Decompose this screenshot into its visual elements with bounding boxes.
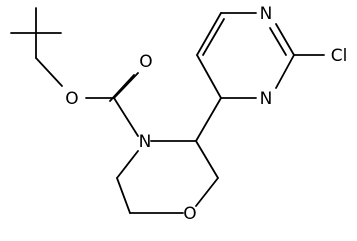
- atom-label-pyrimidine-nitrogen-1: N: [260, 4, 273, 24]
- bond: [202, 18, 225, 56]
- bond: [269, 27, 287, 56]
- bond: [195, 97, 222, 142]
- carbamate-group: [85, 72, 139, 137]
- atom-label-carbonyl-oxygen: O: [139, 52, 152, 72]
- atom-label-chlorine: Cl: [331, 46, 348, 66]
- bond: [275, 54, 295, 89]
- bond: [35, 57, 63, 87]
- pyrimidine-ring: [196, 12, 325, 99]
- bond: [113, 72, 139, 99]
- bond: [196, 54, 222, 99]
- bond: [113, 97, 139, 137]
- bond: [195, 177, 219, 207]
- atom-label-morpholine-nitrogen: N: [139, 132, 152, 152]
- morpholine-ring: [116, 140, 219, 214]
- bond: [195, 140, 219, 179]
- bond: [109, 74, 135, 102]
- atom-label-ester-oxygen: O: [65, 89, 78, 109]
- bond: [275, 23, 295, 56]
- bond: [116, 150, 139, 179]
- bond: [116, 177, 131, 214]
- tert-butyl-group: [10, 7, 63, 87]
- bond: [196, 12, 222, 56]
- atom-label-morpholine-oxygen: O: [183, 204, 196, 224]
- atom-label-pyrimidine-nitrogen-3: N: [260, 89, 273, 109]
